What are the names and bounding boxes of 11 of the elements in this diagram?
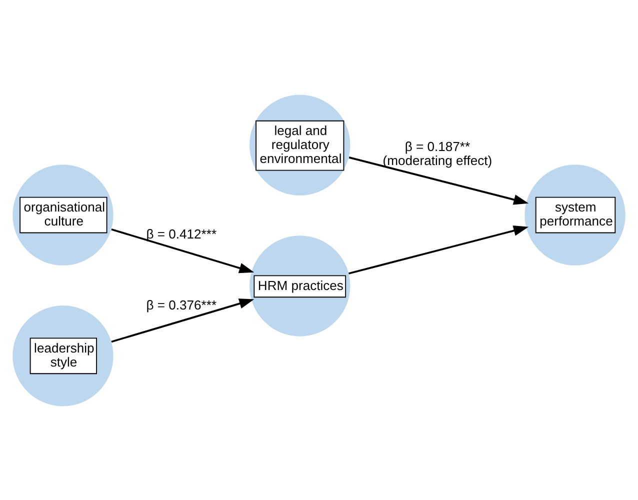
node-circle: system performance <box>524 164 626 265</box>
edge-label: β = 0.376*** <box>146 296 217 312</box>
node-circle: leadership style <box>12 305 114 406</box>
edge-label: β = 0.187** (moderating effect) <box>382 138 492 168</box>
node-circle: HRM practices <box>250 235 350 336</box>
arrow <box>348 156 529 204</box>
node-circle: organisational culture <box>12 164 114 265</box>
arrow <box>111 298 254 342</box>
arrow <box>348 225 529 274</box>
arrow <box>111 228 254 273</box>
node-circle: legal and regulatory environmental <box>250 94 350 195</box>
